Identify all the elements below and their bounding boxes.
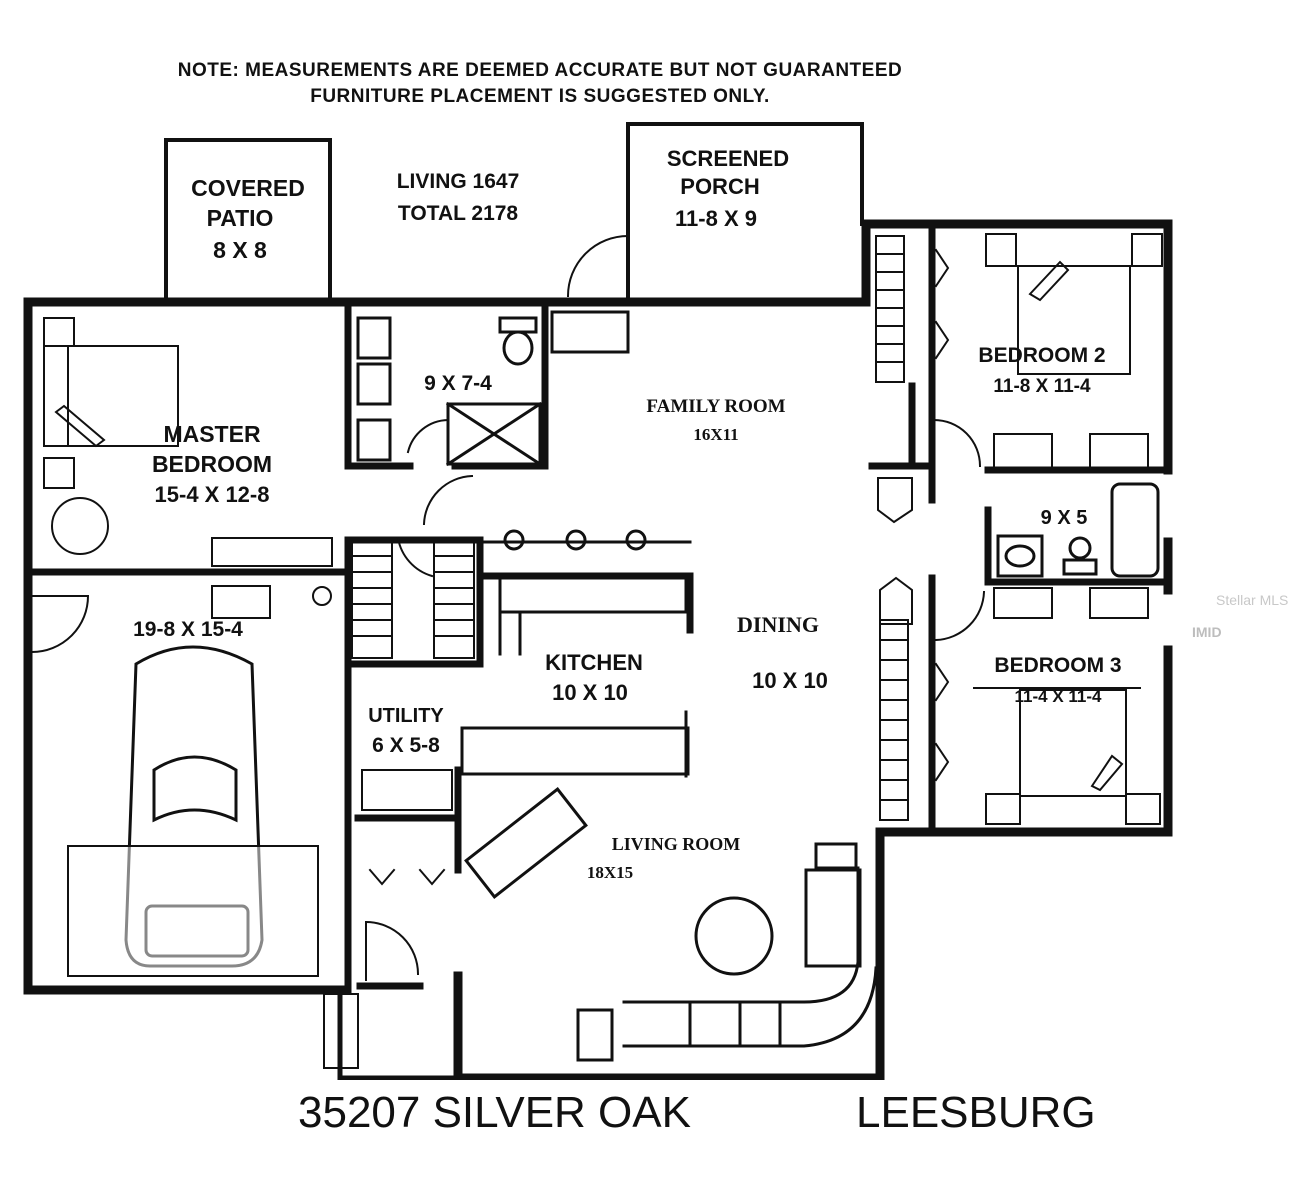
covered-patio-name-1: COVERED (191, 175, 305, 201)
bath-2-size: 9 X 5 (1041, 507, 1088, 529)
bedroom-3-furniture (934, 587, 1161, 825)
screened-porch-size: 11-8 X 9 (675, 206, 757, 231)
side-mark: IMID (1192, 624, 1222, 640)
disclaimer-line-1: NOTE: MEASUREMENTS ARE DEEMED ACCURATE B… (177, 60, 903, 81)
master-bedroom-furniture (43, 317, 333, 619)
master-bath-size: 9 X 7-4 (424, 372, 492, 395)
family-room-size: 16X11 (693, 425, 738, 444)
exterior-walls (23, 219, 1173, 1080)
master-bedroom-name-2: BEDROOM (152, 451, 272, 477)
kitchen-counters (460, 576, 690, 778)
master-bedroom-name-1: MASTER (163, 421, 261, 447)
door-swings (30, 418, 986, 981)
disclaimer-line-2: FURNITURE PLACEMENT IS SUGGESTED ONLY. (310, 86, 770, 107)
master-bedroom-size: 15-4 X 12-8 (155, 482, 270, 507)
total-area: TOTAL 2178 (398, 202, 519, 225)
living-room-size: 18X15 (587, 863, 633, 882)
utility-name: UTILITY (368, 705, 444, 727)
bedroom-2-name: BEDROOM 2 (978, 344, 1105, 367)
bedroom-2-size: 11-8 X 11-4 (993, 376, 1091, 397)
utility-size: 6 X 5-8 (372, 734, 440, 757)
kitchen-size: 10 X 10 (552, 680, 628, 705)
porch-walls (164, 122, 864, 302)
dining-size: 10 X 10 (752, 668, 828, 693)
utility-fixtures (323, 769, 453, 1069)
living-room-furniture (464, 787, 878, 1062)
covered-patio-name-2: PATIO (207, 205, 274, 231)
stellar-mls-watermark: Stellar MLS (1216, 592, 1289, 608)
porch-door-swing (566, 234, 630, 298)
bedroom-3-size: 11-4 X 11-4 (1015, 687, 1103, 706)
kitchen-name: KITCHEN (545, 650, 643, 675)
garage-car (67, 645, 319, 977)
covered-patio-size: 8 X 8 (213, 237, 267, 263)
living-room-name: LIVING ROOM (612, 834, 741, 854)
floor-plan: COVERED PATIO 8 X 8 LIVING 1647 TOTAL 21… (23, 122, 1173, 1080)
bedroom-3-name: BEDROOM 3 (994, 654, 1121, 677)
family-room-name: FAMILY ROOM (646, 396, 785, 417)
address-street: 35207 SILVER OAK (298, 1088, 691, 1137)
bedroom-2-furniture (934, 233, 1163, 469)
screened-porch-name-1: SCREENED (667, 146, 789, 171)
closet-shelving (351, 235, 909, 821)
screened-porch-name-2: PORCH (680, 174, 759, 199)
living-area-total: LIVING 1647 (397, 170, 520, 193)
dining-name: DINING (737, 612, 819, 637)
address-city: LEESBURG (856, 1088, 1096, 1137)
bathroom-fixtures (356, 310, 1160, 578)
garage-size: 19-8 X 15-4 (133, 618, 243, 641)
hallway-markers (877, 477, 913, 625)
kitchen-bar-stools (478, 529, 692, 551)
